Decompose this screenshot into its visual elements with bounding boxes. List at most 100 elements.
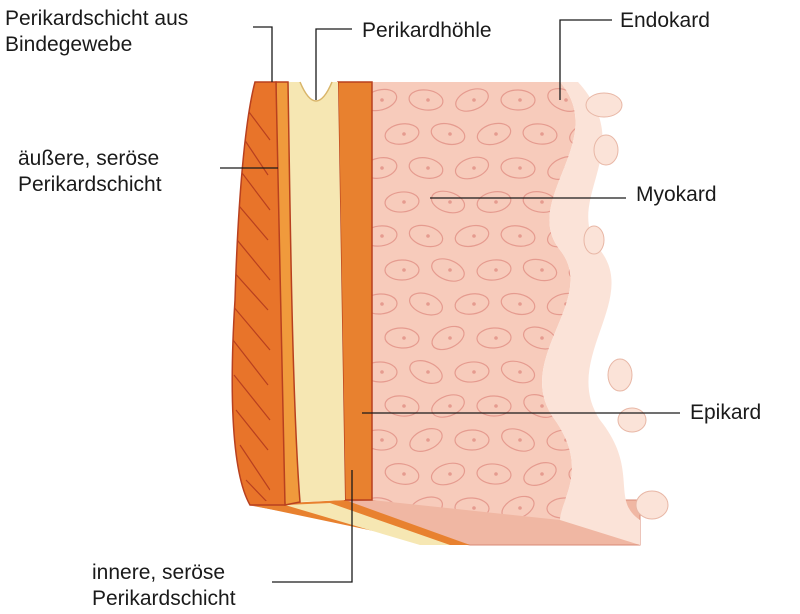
label-epicardium: Epikard <box>690 401 762 424</box>
myocyte-cell <box>501 428 535 452</box>
myocyte-nucleus <box>494 268 498 272</box>
label-fibrous-pericardium: Perikardschicht aus Bindegewebe <box>5 7 189 56</box>
myocyte-cell <box>372 429 398 451</box>
myocyte-nucleus <box>540 404 544 408</box>
myocyte-nucleus <box>448 404 452 408</box>
myocyte-nucleus <box>380 438 384 442</box>
connective-tissue-fibers <box>232 99 271 505</box>
myocyte-nucleus <box>472 438 476 442</box>
label-myocardium: Myokard <box>636 183 717 206</box>
myocyte-cell <box>408 89 444 111</box>
label-pericardial-cavity: Perikardhöhle <box>362 19 492 42</box>
myocyte-cell <box>372 157 398 179</box>
myocyte-nucleus <box>380 234 384 238</box>
fibrous-pericardium-layer <box>231 81 286 506</box>
myocyte-cell <box>372 293 398 315</box>
myocyte-cell <box>476 395 512 417</box>
myocyte-cell <box>384 123 420 145</box>
myocyte-cell <box>430 122 466 146</box>
myocyte-nucleus <box>448 268 452 272</box>
myocyte-cell <box>455 88 489 112</box>
myocyte-nucleus <box>518 302 522 306</box>
bottom-cavity-stripe <box>285 503 450 545</box>
myocyte-cell <box>523 462 557 486</box>
label-inner-serous-pericardium: innere, seröse Perikardschicht <box>92 561 236 610</box>
myocyte-cell <box>408 224 444 248</box>
myocyte-nucleus <box>518 506 522 510</box>
myocyte-cell <box>430 462 466 486</box>
myocyte-nucleus <box>472 302 476 306</box>
myocyte-nucleus <box>610 234 614 238</box>
myocyte-nucleus <box>402 336 406 340</box>
myocyte-cell <box>409 428 443 452</box>
myocyte-nucleus <box>402 404 406 408</box>
myocyte-cell <box>431 394 465 418</box>
myocyte-cell <box>384 395 420 417</box>
leader-fibrous <box>253 26 273 82</box>
myocyte-nucleus <box>540 200 544 204</box>
myocyte-cell <box>454 361 490 383</box>
myocyte-nucleus <box>518 370 522 374</box>
myocyte-cell <box>431 325 465 351</box>
myocyte-nucleus <box>426 370 430 374</box>
myocyte-nucleus <box>540 472 544 476</box>
myocyte-cell <box>372 225 398 247</box>
myocyte-nucleus <box>426 234 430 238</box>
pericardial-cavity <box>288 82 345 502</box>
myocyte-nucleus <box>518 234 522 238</box>
myocyte-nucleus <box>380 166 384 170</box>
myocyte-nucleus <box>540 336 544 340</box>
myocyte-nucleus <box>448 472 452 476</box>
myocyte-cell <box>500 292 536 316</box>
myocyte-nucleus <box>472 98 476 102</box>
myocyte-nucleus <box>448 132 452 136</box>
myocyte-cell <box>500 157 536 179</box>
label-outer-serous-pericardium: äußere, seröse Perikardschicht <box>18 147 162 196</box>
myocyte-nucleus <box>494 200 498 204</box>
myocyte-cell <box>476 327 512 349</box>
myocyte-cell <box>476 191 512 213</box>
myocyte-nucleus <box>380 370 384 374</box>
leader-cavity <box>315 28 352 100</box>
myocyte-nucleus <box>494 336 498 340</box>
myocyte-cell <box>384 463 420 485</box>
myocyte-nucleus <box>518 166 522 170</box>
myocyte-cell <box>500 360 536 384</box>
leader-inner-serous <box>272 470 353 583</box>
myocyte-nucleus <box>610 302 614 306</box>
trabeculae <box>583 92 669 520</box>
myocyte-nucleus <box>402 200 406 204</box>
myocyte-nucleus <box>426 98 430 102</box>
myocyte-nucleus <box>472 234 476 238</box>
myocyte-cell <box>408 292 444 316</box>
myocyte-nucleus <box>540 268 544 272</box>
myocyte-nucleus <box>380 98 384 102</box>
myocyte-nucleus <box>472 166 476 170</box>
myocyte-cell <box>454 224 490 248</box>
myocyte-nucleus <box>494 404 498 408</box>
myocyte-nucleus <box>564 98 568 102</box>
label-endocardium: Endokard <box>620 9 710 32</box>
myocyte-cell <box>476 259 512 281</box>
myocyte-nucleus <box>494 132 498 136</box>
myocyte-cell <box>522 258 558 282</box>
myocyte-nucleus <box>518 98 522 102</box>
myocyte-cell <box>569 122 576 146</box>
myocyte-nucleus <box>472 370 476 374</box>
myocyte-nucleus <box>448 336 452 340</box>
leader-endocardium <box>559 19 612 100</box>
myocyte-cell <box>454 429 490 451</box>
myocyte-nucleus <box>610 166 614 170</box>
myocyte-nucleus <box>402 268 406 272</box>
myocyte-nucleus <box>402 132 406 136</box>
myocyte-cell <box>384 191 420 213</box>
myocyte-cell <box>431 258 465 282</box>
myocyte-cell <box>500 225 536 247</box>
myocyte-cell <box>522 123 558 145</box>
myocyte-nucleus <box>494 472 498 476</box>
myocyte-cell <box>476 122 512 146</box>
myocyte-cell <box>568 463 576 485</box>
myocyte-nucleus <box>426 438 430 442</box>
myocyte-cell <box>372 88 398 112</box>
